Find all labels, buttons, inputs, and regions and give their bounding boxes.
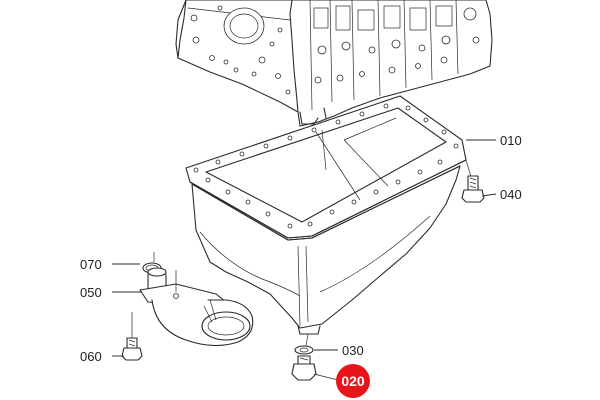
- highlighted-part-badge[interactable]: 020: [336, 364, 370, 398]
- washer-030-drawing: [294, 333, 314, 355]
- bolt-060-drawing: [121, 312, 143, 361]
- oil-pan-drawing: [185, 95, 467, 335]
- bolt-040-drawing: [461, 159, 485, 203]
- part-label-040[interactable]: 040: [500, 187, 522, 202]
- part-label-030[interactable]: 030: [342, 343, 364, 358]
- part-label-060[interactable]: 060: [80, 349, 102, 364]
- engine-block-drawing: [175, 0, 493, 127]
- drain-plug-020-drawing: [291, 355, 317, 381]
- highlighted-part-label: 020: [341, 373, 365, 389]
- leader-lines: [112, 139, 497, 381]
- part-label-050[interactable]: 050: [80, 285, 102, 300]
- oil-strainer-050-drawing: [139, 267, 254, 347]
- flange-holes: [193, 103, 459, 229]
- highlight-circle: [336, 364, 370, 398]
- part-label-010[interactable]: 010: [500, 133, 522, 148]
- part-label-070[interactable]: 070: [80, 257, 102, 272]
